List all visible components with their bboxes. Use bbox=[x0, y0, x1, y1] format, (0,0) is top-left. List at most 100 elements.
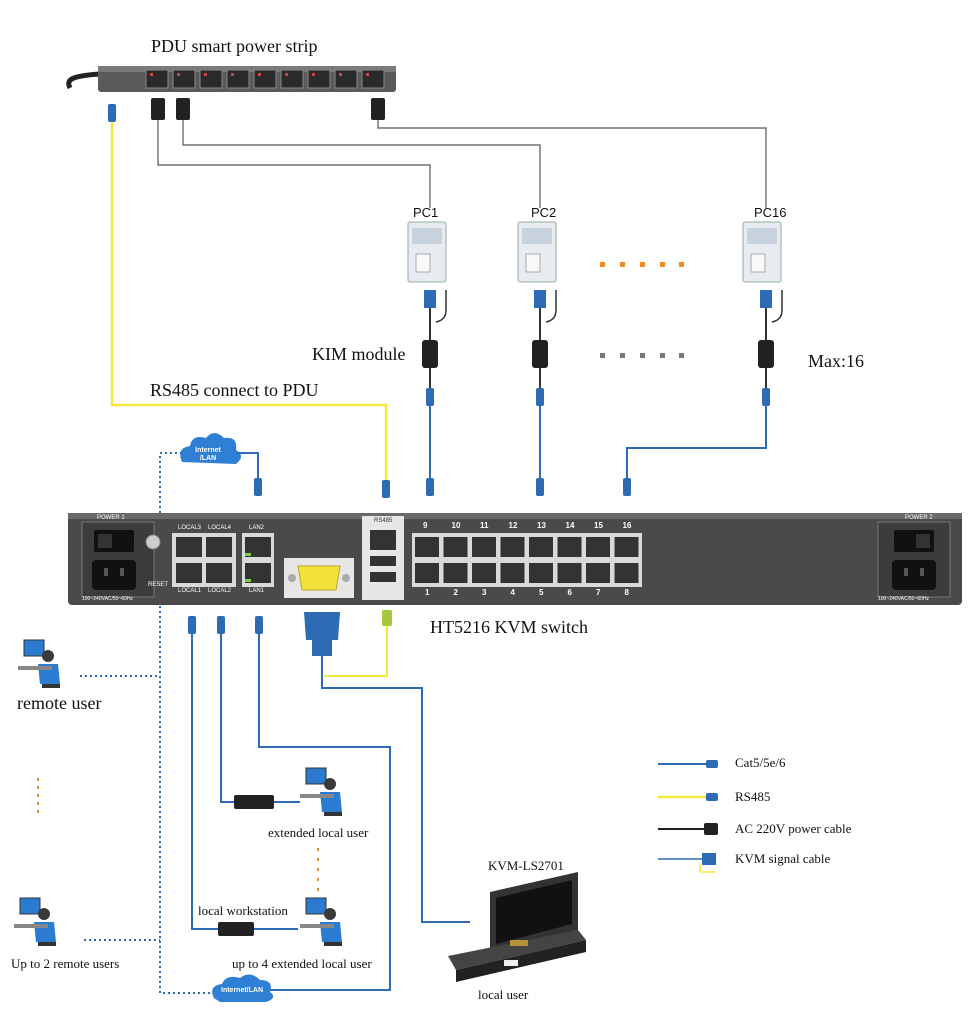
port-label-12: 12 bbox=[508, 521, 518, 530]
pc1-icon bbox=[407, 221, 447, 283]
kim-cat-cables bbox=[429, 406, 767, 478]
pc-ellipsis-dots bbox=[600, 262, 684, 267]
port-2 bbox=[443, 563, 468, 583]
port-9 bbox=[415, 537, 439, 557]
local1-label: LOCAL1 bbox=[178, 588, 202, 594]
port-label-11: 11 bbox=[480, 521, 489, 530]
pc2-icon bbox=[517, 221, 557, 283]
pdu-label: PDU smart power strip bbox=[151, 36, 318, 56]
power1-voltage: 100~240VAC/50~60Hz bbox=[82, 596, 134, 602]
extended-user-ellipsis bbox=[317, 848, 319, 891]
port-label-9: 9 bbox=[423, 521, 428, 530]
kvm-signal-cable bbox=[304, 610, 470, 923]
port-label-10: 10 bbox=[451, 521, 461, 530]
legend-rs485-label: RS485 bbox=[735, 789, 771, 804]
port-label-5: 5 bbox=[539, 588, 544, 597]
legend-cat5-label: Cat5/5e/6 bbox=[735, 755, 786, 770]
switch-side-connectors bbox=[254, 478, 631, 496]
port-10 bbox=[443, 537, 468, 557]
local-port-connectors bbox=[188, 616, 263, 634]
remote-network-dotted bbox=[80, 452, 215, 994]
port-14 bbox=[557, 537, 582, 557]
power-cables bbox=[157, 120, 767, 208]
lan1-label: LAN1 bbox=[249, 588, 265, 594]
internet-cloud-top-label: Internet /LAN bbox=[188, 447, 228, 463]
rs485-cable bbox=[108, 104, 390, 498]
port-7 bbox=[586, 563, 610, 583]
port-label-6: 6 bbox=[567, 588, 572, 597]
pc1-label: PC1 bbox=[413, 205, 439, 220]
remote-user-label: remote user bbox=[17, 693, 102, 713]
local-cat-cables bbox=[191, 634, 391, 991]
reset-label: RESET bbox=[148, 582, 169, 588]
port-13 bbox=[529, 537, 553, 557]
port-6 bbox=[557, 563, 582, 583]
internet-cloud-bottom-label: Internet/LAN bbox=[221, 987, 263, 994]
kim-ellipsis-dots bbox=[600, 353, 684, 358]
legend-ac-label: AC 220V power cable bbox=[735, 821, 852, 836]
local3-label: LOCAL3 bbox=[178, 525, 202, 531]
port-label-4: 4 bbox=[510, 588, 515, 597]
port-5 bbox=[529, 563, 553, 583]
remote-users-icon bbox=[14, 897, 56, 946]
internet-top-line1: Internet bbox=[195, 447, 221, 454]
kim-module-16 bbox=[758, 290, 783, 406]
legend-kvm-label: KVM signal cable bbox=[735, 851, 831, 866]
rs485-port-label: RS485 bbox=[374, 518, 393, 524]
local-workstation-user-icon bbox=[300, 897, 342, 946]
internet-cloud-bottom bbox=[212, 974, 274, 1002]
port-12 bbox=[500, 537, 525, 557]
port-15 bbox=[586, 537, 610, 557]
port-11 bbox=[472, 537, 496, 557]
port-label-16: 16 bbox=[622, 521, 632, 530]
local4-label: LOCAL4 bbox=[208, 525, 232, 531]
legend-cat5-swatch bbox=[658, 760, 718, 768]
port-8 bbox=[614, 563, 639, 583]
legend-rs485-swatch bbox=[658, 793, 718, 801]
port-4 bbox=[500, 563, 525, 583]
port-label-14: 14 bbox=[565, 521, 575, 530]
power2-label: POWER 2 bbox=[905, 515, 933, 521]
extended-local-user-icon bbox=[300, 767, 342, 816]
internet-cloud-top bbox=[180, 433, 259, 478]
rs485-connect-label: RS485 connect to PDU bbox=[150, 380, 319, 400]
max-label: Max:16 bbox=[808, 351, 864, 371]
kim-module-label: KIM module bbox=[312, 344, 406, 364]
remote-ellipsis-dots bbox=[37, 778, 39, 813]
port-label-13: 13 bbox=[537, 521, 546, 530]
pc2-label: PC2 bbox=[531, 205, 557, 220]
legend-kvm-swatch bbox=[658, 853, 716, 873]
switch-port-grid bbox=[415, 537, 639, 583]
local-user-label: local user bbox=[478, 987, 529, 1002]
kim-module-1 bbox=[422, 290, 447, 406]
kvm-console-icon bbox=[448, 872, 586, 982]
extender-boxes bbox=[218, 795, 274, 936]
remote-users-label: Up to 2 remote users bbox=[11, 956, 120, 971]
kim-module-2 bbox=[532, 290, 557, 406]
remote-user-icon bbox=[18, 639, 60, 688]
port-label-2: 2 bbox=[453, 588, 458, 597]
port-16 bbox=[614, 537, 639, 557]
up-to-4-label: up to 4 extended local user bbox=[232, 956, 372, 971]
extended-local-user-label: extended local user bbox=[268, 825, 369, 840]
pc16-label: PC16 bbox=[754, 205, 787, 220]
port-3 bbox=[472, 563, 496, 583]
port-1 bbox=[415, 563, 439, 583]
power1-label: POWER 1 bbox=[97, 515, 125, 521]
port-label-7: 7 bbox=[596, 588, 601, 597]
pdu-power-plugs bbox=[151, 98, 385, 120]
internet-top-line2: /LAN bbox=[199, 455, 217, 462]
local2-label: LOCAL2 bbox=[208, 588, 232, 594]
legend-ac-swatch bbox=[658, 823, 718, 835]
port-label-8: 8 bbox=[624, 588, 629, 597]
kvm-switch-body bbox=[68, 513, 962, 605]
port-label-3: 3 bbox=[482, 588, 487, 597]
pdu-power-strip bbox=[66, 66, 396, 92]
kvm-ls-label: KVM-LS2701 bbox=[488, 858, 564, 873]
port-label-1: 1 bbox=[425, 588, 430, 597]
lan2-label: LAN2 bbox=[249, 525, 265, 531]
local-workstation-label: local workstation bbox=[198, 903, 288, 918]
switch-label: HT5216 KVM switch bbox=[430, 617, 588, 637]
port-label-15: 15 bbox=[594, 521, 603, 530]
